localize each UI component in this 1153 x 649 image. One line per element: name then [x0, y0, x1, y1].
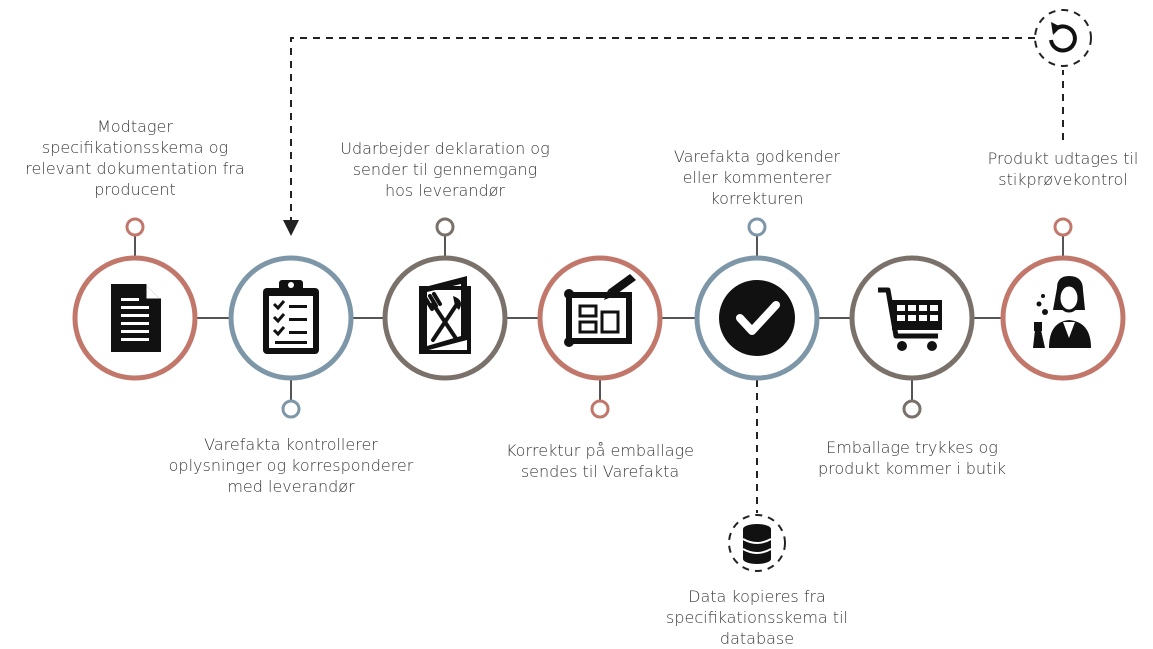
step-connector-dot — [902, 399, 922, 419]
checkmark-circle-icon — [719, 280, 795, 356]
step-connector-dot — [281, 399, 301, 419]
step-connector-dot — [125, 217, 145, 237]
scientist-icon — [1033, 276, 1091, 348]
clipboard-checklist-icon — [263, 280, 319, 354]
loop-arrow-icon — [1034, 9, 1092, 67]
step-connector-dot — [1053, 217, 1073, 237]
menu-fork-knife-icon — [419, 276, 471, 354]
step-circle — [1000, 255, 1126, 381]
database-icon — [728, 514, 786, 572]
document-icon — [111, 284, 161, 352]
step-connector-dot — [435, 217, 455, 237]
step-connector-dot — [747, 217, 767, 237]
feedback-loop-path — [291, 37, 1064, 228]
step-connector-dot — [590, 399, 610, 419]
blueprint-pencil-icon — [564, 274, 636, 347]
shopping-cart-icon — [878, 287, 942, 351]
